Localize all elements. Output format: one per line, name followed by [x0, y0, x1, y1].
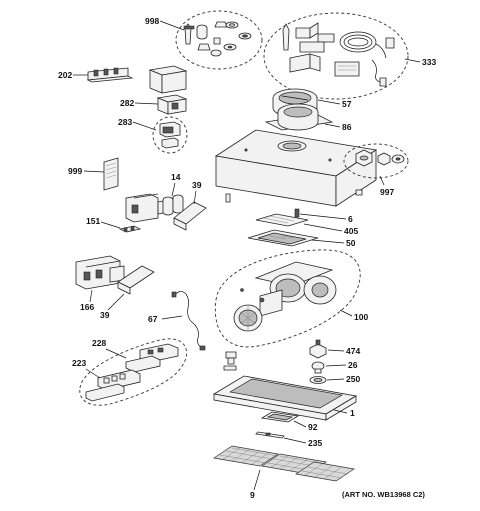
lens-39-bottom	[117, 265, 155, 295]
light-frame-50	[247, 229, 319, 247]
harness-67	[171, 291, 206, 351]
light-cover-405	[255, 213, 309, 227]
callout-223: 223	[72, 358, 86, 368]
callout-26: 26	[348, 360, 358, 370]
socket-474	[309, 339, 327, 359]
fastener-kit-997	[343, 143, 409, 179]
callout-283: 283	[118, 117, 132, 127]
callout-39-bottom: 39	[100, 310, 110, 320]
latch-235	[255, 431, 285, 439]
control-panel-group	[79, 338, 187, 406]
bulb-6	[294, 208, 300, 218]
callout-57: 57	[342, 99, 352, 109]
switch-assembly-283	[152, 116, 188, 154]
socket-bracket-14	[125, 193, 184, 223]
bulb-26	[311, 361, 325, 374]
hood-body	[214, 129, 378, 207]
duct-adapter-86	[264, 103, 334, 131]
switch-bracket-166	[75, 255, 125, 290]
bottom-panel-1	[212, 375, 358, 421]
light-lens-92	[260, 411, 300, 423]
ring-250	[309, 376, 327, 384]
callout-474: 474	[346, 346, 360, 356]
wiring-label-999	[103, 157, 119, 191]
hardware-kit-998	[175, 10, 263, 70]
terminal-strip-202	[86, 67, 134, 83]
clip-151	[118, 225, 142, 233]
callout-151: 151	[86, 216, 100, 226]
callout-100: 100	[354, 312, 368, 322]
switch-box-282	[148, 65, 188, 115]
lamp-holders	[223, 351, 237, 371]
callout-405: 405	[344, 226, 358, 236]
callout-999: 999	[68, 166, 82, 176]
callout-202: 202	[58, 70, 72, 80]
callout-228: 228	[92, 338, 106, 348]
grease-filters-9	[213, 445, 355, 482]
callout-998: 998	[145, 16, 159, 26]
callout-67: 67	[148, 314, 158, 324]
callout-50: 50	[346, 238, 356, 248]
callout-282: 282	[120, 98, 134, 108]
callout-86: 86	[342, 122, 352, 132]
callout-235: 235	[308, 438, 322, 448]
callout-39-top: 39	[192, 180, 202, 190]
callout-166: 166	[80, 302, 94, 312]
art-number: (ART NO. WB13968 C2)	[342, 490, 425, 499]
callout-6: 6	[348, 214, 353, 224]
callout-250: 250	[346, 374, 360, 384]
blower-assembly-100	[214, 249, 361, 348]
wiring-kit-333	[263, 12, 409, 100]
callout-14: 14	[171, 172, 181, 182]
callout-1: 1	[350, 408, 355, 418]
callout-333: 333	[422, 57, 436, 67]
callout-997: 997	[380, 187, 394, 197]
lens-39-top	[173, 201, 207, 231]
callout-9: 9	[250, 490, 255, 500]
callout-92: 92	[308, 422, 318, 432]
